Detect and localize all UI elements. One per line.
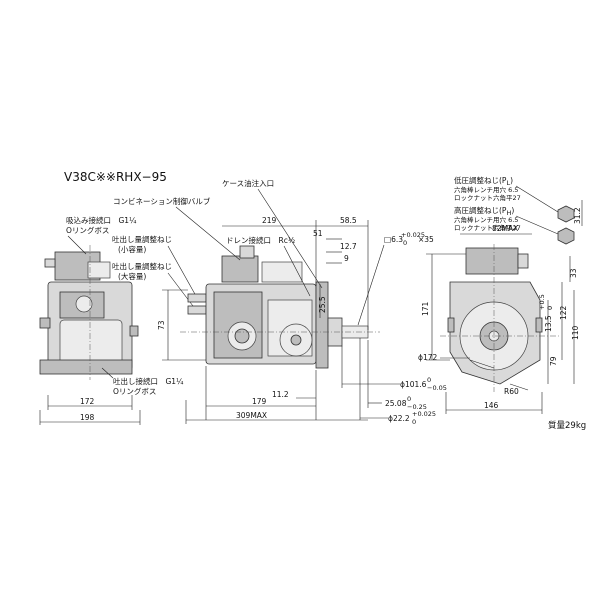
label-high-hex: 六角棒レンチ用穴 6.5 bbox=[454, 215, 518, 224]
dim-25-tol: 0 bbox=[407, 395, 411, 403]
dim-key-len: ×35 bbox=[418, 235, 434, 244]
low-pressure-nut bbox=[557, 205, 575, 223]
dim-33: 33 bbox=[569, 268, 578, 278]
label-low-nut: ロックナット六角平27 bbox=[454, 193, 521, 202]
drawing-title: V38C※※RHX−95 bbox=[64, 170, 167, 184]
left-view: 172 198 bbox=[39, 245, 141, 425]
label-case-oil-port: ケース油注入口 bbox=[222, 178, 274, 188]
left-cover bbox=[59, 319, 123, 367]
label-flow-adj-large-sub: (大容量) bbox=[118, 271, 146, 281]
mid-adj-screw-large bbox=[187, 305, 207, 315]
left-port-circle bbox=[75, 295, 93, 313]
dim-79: 79 bbox=[549, 356, 558, 366]
label-discharge-port: 吐出し接続口 G1¼ bbox=[113, 376, 184, 386]
left-valve-knob bbox=[44, 258, 56, 268]
right-bolt-boss-right bbox=[535, 317, 543, 333]
dim-73: 73 bbox=[157, 320, 166, 330]
middle-view: 219 58.5 51 12.7 9 25.5 □6.3 +0.025 0 ×3… bbox=[157, 216, 470, 426]
dim-146: 146 bbox=[484, 401, 499, 410]
dim-82max: 82MAX bbox=[492, 224, 518, 233]
dim-171: 171 bbox=[421, 301, 430, 316]
dim-13-5: 13.5 bbox=[544, 315, 553, 332]
dim-phi172: ϕ172 bbox=[418, 353, 437, 362]
dim-phi101-tol: 0 bbox=[427, 376, 431, 384]
dim-25-5: 25.5 bbox=[318, 296, 327, 313]
mid-adj-screw-small bbox=[187, 293, 207, 303]
dim-51: 51 bbox=[313, 229, 323, 238]
right-view: 82MAX 31.2 33 13.5 +0.5 0 122 110 79 ϕ17… bbox=[418, 200, 583, 414]
mass-label: 質量29kg bbox=[548, 420, 586, 431]
mid-valve-body bbox=[261, 261, 303, 283]
dim-198: 198 bbox=[80, 413, 95, 422]
left-side-boss-1 bbox=[39, 317, 51, 329]
dim-key-tol: +0.025 bbox=[401, 231, 425, 239]
dim-13-tol2: 0 bbox=[546, 306, 554, 310]
dim-11-2: 11.2 bbox=[272, 390, 289, 399]
mid-mount-flange bbox=[315, 281, 329, 369]
mid-rear-bore bbox=[290, 334, 302, 346]
dim-phi101-6: ϕ101.6 bbox=[400, 380, 427, 389]
right-valve-knob bbox=[517, 253, 529, 269]
dim-25-tol2: −0.25 bbox=[407, 403, 427, 411]
dim-9: 9 bbox=[344, 254, 349, 263]
dim-172-front: 172 bbox=[80, 397, 95, 406]
dim-phi101-tol2: −0.05 bbox=[427, 384, 447, 392]
label-low-pressure-screw: 低圧調整ねじ(PL) bbox=[454, 175, 513, 187]
dim-25-08: 25.08 bbox=[385, 399, 407, 408]
label-drain-port: ドレン接続口 Rc½ bbox=[226, 235, 295, 245]
high-pressure-nut bbox=[557, 227, 575, 245]
dim-31-2: 31.2 bbox=[573, 207, 582, 224]
dim-phi22-2: ϕ22.2 bbox=[388, 414, 410, 423]
right-valve-block bbox=[465, 247, 519, 275]
label-flow-adj-small: 吐出し量調整ねじ bbox=[112, 234, 172, 244]
label-combination-valve: コンビネーション制御バルブ bbox=[113, 196, 211, 206]
mid-control-valve bbox=[221, 255, 259, 283]
left-side-boss-2 bbox=[129, 325, 139, 337]
right-bolt-boss-left bbox=[447, 317, 455, 333]
left-foot bbox=[39, 359, 133, 375]
label-discharge-oring: Oリングボス bbox=[113, 386, 156, 396]
label-low-hex: 六角棒レンチ用穴 6.5 bbox=[454, 185, 518, 194]
label-flow-adj-small-sub: (小容量) bbox=[118, 244, 146, 254]
label-flow-adj-large: 吐出し量調整ねじ bbox=[112, 261, 172, 271]
label-suction-port: 吸込み接続口 G1¼ bbox=[66, 215, 137, 225]
dim-179: 179 bbox=[252, 397, 267, 406]
label-high-pressure-screw: 高圧調整ねじ(PH) bbox=[454, 205, 514, 217]
mid-discharge-bore bbox=[234, 328, 250, 344]
dim-122: 122 bbox=[559, 305, 568, 320]
dim-13-tol: +0.5 bbox=[538, 294, 546, 310]
dim-phi22-tol2: 0 bbox=[412, 418, 416, 426]
dim-key-tol2: 0 bbox=[403, 239, 407, 247]
dim-58-5: 58.5 bbox=[340, 216, 357, 225]
dim-12-7: 12.7 bbox=[340, 242, 357, 251]
dim-110: 110 bbox=[571, 325, 580, 340]
label-high-nut: ロックナット六角平27 bbox=[454, 223, 521, 232]
dim-key: □6.3 bbox=[384, 235, 403, 244]
dim-phi22-tol: +0.025 bbox=[412, 410, 436, 418]
mid-valve-cap bbox=[239, 245, 255, 259]
dim-r60: R60 bbox=[504, 387, 519, 396]
dim-219: 219 bbox=[262, 216, 277, 225]
left-valve-plate bbox=[87, 261, 111, 279]
label-suction-oring: Oリングボス bbox=[66, 225, 109, 235]
dim-309max: 309MAX bbox=[236, 411, 267, 420]
